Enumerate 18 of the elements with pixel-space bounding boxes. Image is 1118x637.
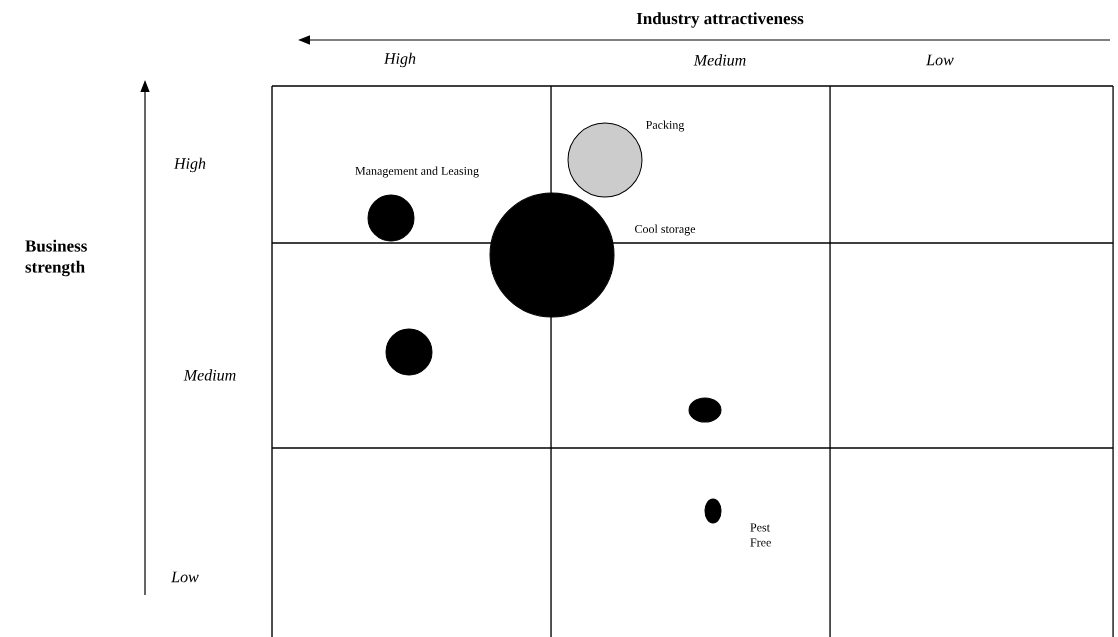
axis-title: Business strength [25, 239, 87, 277]
bubble [489, 192, 615, 318]
bubble-label: Pest Free [750, 523, 771, 547]
axis-label: High [383, 52, 416, 68]
bubble [688, 397, 722, 423]
bubble-label: Packing [646, 120, 685, 132]
bubble [704, 498, 722, 524]
axis-label: Low [926, 54, 954, 66]
axis-label: Medium [693, 54, 746, 66]
axis-label: Medium [183, 369, 236, 381]
bubble [385, 328, 433, 376]
axis-title: Industry attractiveness [636, 12, 804, 28]
axis-label: High [173, 157, 206, 173]
bubble [567, 122, 643, 198]
bubble-label: Management and Leasing [355, 166, 479, 178]
bubble [367, 194, 415, 242]
bubble-label: Cool storage [635, 224, 696, 236]
axis-label: Low [171, 571, 199, 583]
